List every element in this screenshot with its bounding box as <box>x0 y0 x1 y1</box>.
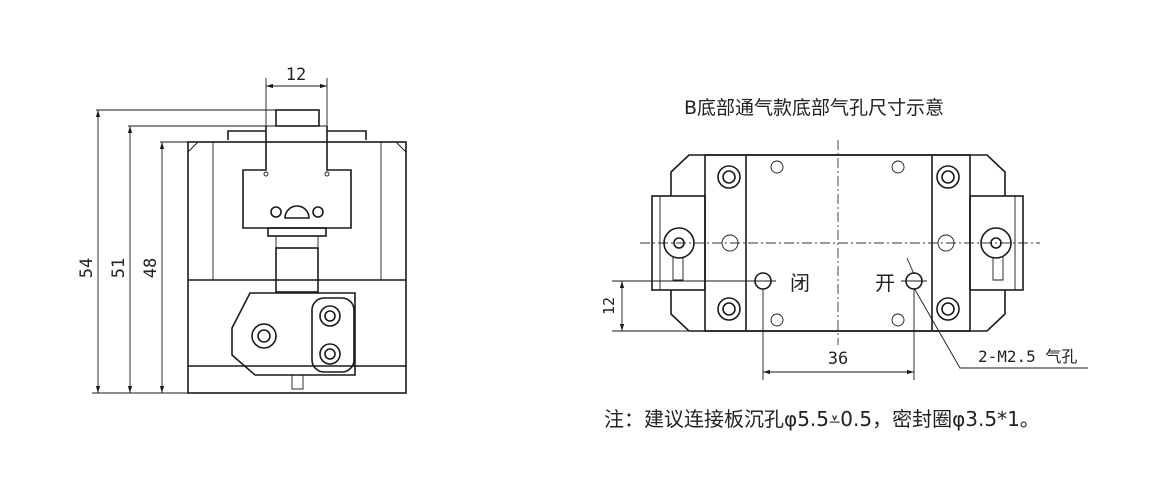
callout-label: 2-M2.5 气孔 <box>978 347 1077 366</box>
dim-height-54: 54 <box>77 258 97 278</box>
dim-offset-label: 12 <box>600 297 618 315</box>
dim-width-label: 12 <box>286 65 306 85</box>
dim-spacing-label: 36 <box>828 349 848 369</box>
drawing-note: 注：建议连接板沉孔φ5.5⩡0.5，密封圈φ3.5*1。 <box>604 407 1040 431</box>
drawing-title: B底部通气款底部气孔尺寸示意 <box>684 97 945 119</box>
label-close: 闭 <box>790 271 810 295</box>
label-open: 开 <box>875 271 895 295</box>
bottom-view <box>612 140 1088 380</box>
dim-height-51: 51 <box>109 258 129 278</box>
dim-height-48: 48 <box>141 258 161 278</box>
front-view <box>92 78 407 394</box>
